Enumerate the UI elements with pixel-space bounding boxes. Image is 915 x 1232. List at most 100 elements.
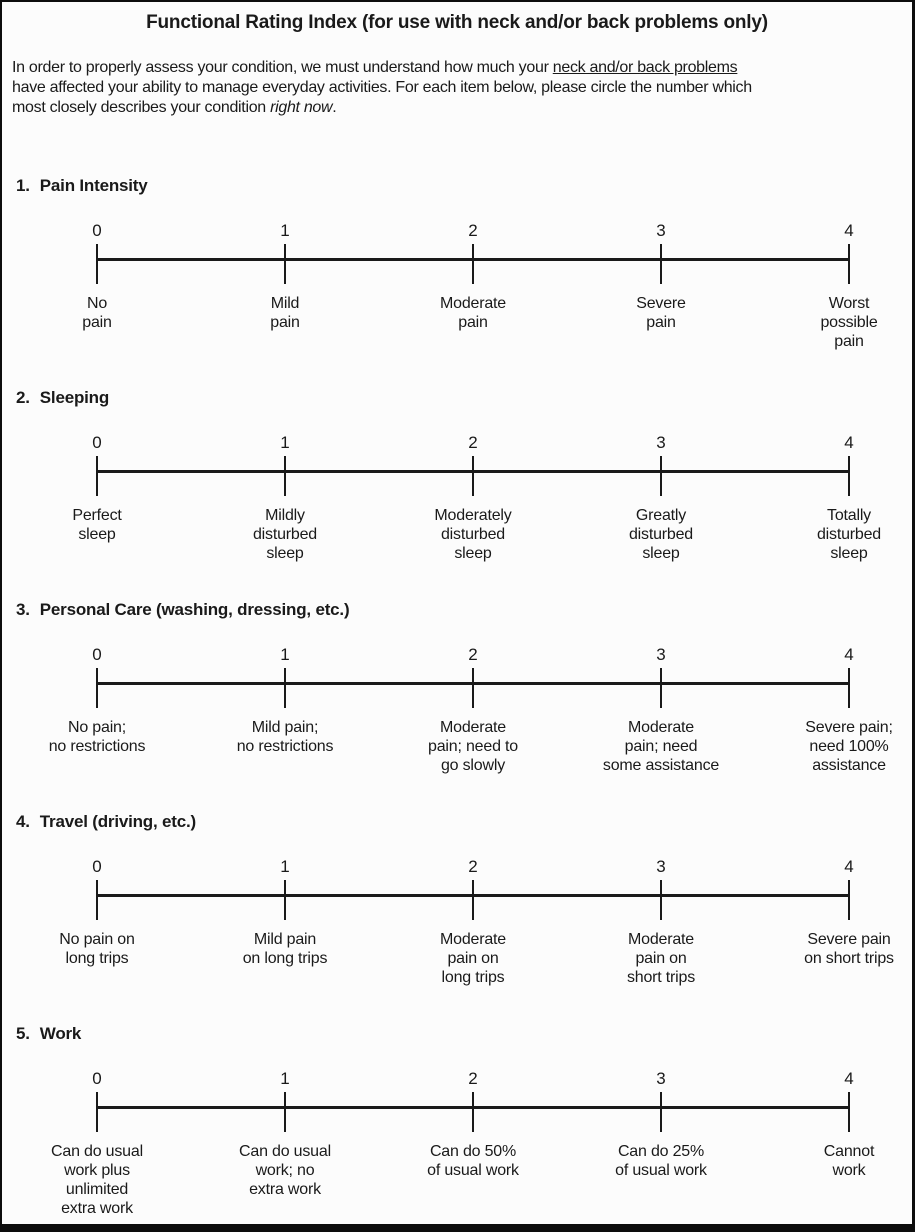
scale-value[interactable]: 1 [280, 221, 290, 240]
scale-value[interactable]: 4 [844, 221, 854, 240]
section-number: 3. [16, 600, 30, 619]
tick-mark [284, 1092, 286, 1132]
section-title: Work [39, 1024, 82, 1043]
section-heading: 4.Travel (driving, etc.) [2, 812, 912, 832]
scale-tick: 3 Severe pain [571, 220, 751, 332]
scale: 0 No pain; no restrictions 1 Mild pain; … [49, 644, 893, 804]
scale-tick: 4 Totally disturbed sleep [759, 432, 912, 563]
scale-value[interactable]: 3 [656, 857, 666, 876]
scale-value[interactable]: 0 [92, 857, 102, 876]
scale-value[interactable]: 0 [92, 645, 102, 664]
scale-value[interactable]: 3 [656, 221, 666, 240]
scale-tick: 1 Mild pain; no restrictions [195, 644, 375, 756]
scale-label: Mild pain; no restrictions [236, 719, 334, 755]
tick-mark [660, 880, 662, 920]
tick-mark [660, 244, 662, 284]
section-heading: 1. Pain Intensity [2, 176, 912, 196]
scale-label: Can do usual work; no extra work [239, 1143, 331, 1198]
scale-value[interactable]: 2 [468, 221, 478, 240]
scale-label: Severe pain; need 100% assistance [805, 719, 893, 774]
section-heading: 3. Personal Care (washing, dressing, etc.… [2, 600, 912, 620]
scale-label: Moderate pain on long trips [440, 931, 506, 986]
scale-label: Can do 50% of usual work [427, 1143, 519, 1179]
scale-value[interactable]: 2 [468, 857, 478, 876]
scale-value[interactable]: 1 [280, 645, 290, 664]
intro-paragraph: In order to properly assess your conditi… [12, 58, 902, 118]
section-number: 1. [16, 176, 30, 195]
scale-value[interactable]: 1 [280, 433, 290, 452]
scale-value[interactable]: 1 [280, 1069, 290, 1088]
scale-tick: 2 Moderate pain on long trips [383, 856, 563, 987]
scale-label: Mild pain [270, 295, 300, 331]
scale-value[interactable]: 4 [844, 1069, 854, 1088]
tick-mark [848, 244, 850, 284]
section-title: Sleeping [39, 388, 110, 407]
scale-value[interactable]: 4 [844, 433, 854, 452]
question-section: 3. Personal Care (washing, dressing, etc.… [2, 600, 912, 812]
section-heading: 2. Sleeping [2, 388, 912, 408]
tick-mark [284, 456, 286, 496]
scale: 0 Can do usual work plus unlimited extra… [51, 1068, 874, 1224]
scale-tick: 3 Moderate pain; need some assistance [571, 644, 751, 775]
tick-mark [472, 244, 474, 284]
scale-value[interactable]: 4 [844, 645, 854, 664]
scale-tick: 2 Can do 50% of usual work [383, 1068, 563, 1180]
scale-label: No pain on long trips [59, 931, 135, 967]
scale-tick: 1 Mild pain on long trips [195, 856, 375, 968]
scale-tick: 4 Severe pain; need 100% assistance [759, 644, 912, 775]
scale-tick: 3 Greatly disturbed sleep [571, 432, 751, 563]
scale-label: Mild pain on long trips [242, 931, 328, 967]
scale-tick: 2 Moderate pain; need to go slowly [383, 644, 563, 775]
scale-label: Cannot work [823, 1143, 875, 1179]
scale-value[interactable]: 2 [468, 1069, 478, 1088]
tick-mark [848, 880, 850, 920]
scale-label: Can do usual work plus unlimited extra w… [51, 1143, 143, 1217]
scale-tick: 4 Severe pain on short trips [759, 856, 912, 968]
scale-label: Severe pain on short trips [804, 931, 894, 967]
scale-value[interactable]: 0 [92, 1069, 102, 1088]
question-section: 4.Travel (driving, etc.) 0 No pain on lo… [2, 812, 912, 1024]
scale-tick: 0 No pain [7, 220, 187, 332]
scale-value[interactable]: 1 [280, 857, 290, 876]
scale-value[interactable]: 3 [656, 645, 666, 664]
scale-value[interactable]: 4 [844, 857, 854, 876]
scale-value[interactable]: 2 [468, 433, 478, 452]
scale-label: No pain; no restrictions [48, 719, 146, 755]
scale-value[interactable]: 3 [656, 433, 666, 452]
scale-value[interactable]: 3 [656, 1069, 666, 1088]
scale-value[interactable]: 2 [468, 645, 478, 664]
scale-tick: 2 Moderately disturbed sleep [383, 432, 563, 563]
scale-tick: 2 Moderate pain [383, 220, 563, 332]
scale-tick: 1 Mildly disturbed sleep [195, 432, 375, 563]
scale-label: Perfect sleep [72, 507, 122, 543]
section-title: Travel (driving, etc.) [39, 812, 196, 831]
question-section: 5.Work 0 Can do usual work plus unlimite… [2, 1024, 912, 1224]
section-title: Pain Intensity [39, 176, 148, 195]
tick-mark [660, 456, 662, 496]
section-number: 2. [16, 388, 30, 407]
tick-mark [660, 1092, 662, 1132]
scale-tick: 1 Mild pain [195, 220, 375, 332]
scale-tick: 0 No pain; no restrictions [7, 644, 187, 756]
scale: 0 Perfect sleep 1 Mildly disturbed sleep… [72, 432, 881, 592]
intro-line-2: have affected your ability to manage eve… [12, 79, 752, 96]
scale-label: Worst possible pain [820, 295, 878, 350]
scale-label: Totally disturbed sleep [816, 507, 882, 562]
tick-mark [848, 1092, 850, 1132]
scale-label: No pain [82, 295, 112, 331]
intro-line-1-text: In order to properly assess your conditi… [12, 59, 553, 76]
intro-line-3-text: most closely describes your condition [12, 99, 271, 116]
scale-value[interactable]: 0 [92, 221, 102, 240]
scale: 0 No pain on long trips 1 Mild pain on l… [59, 856, 894, 1016]
scale-label: Moderate pain; need to go slowly [428, 719, 518, 774]
tick-mark [848, 456, 850, 496]
tick-mark [472, 880, 474, 920]
scale-tick: 4 Worst possible pain [759, 220, 912, 351]
tick-mark [96, 456, 98, 496]
tick-mark [96, 244, 98, 284]
intro-italic-phrase: right now [270, 99, 333, 116]
scale-label: Severe pain [636, 295, 686, 331]
scale-label: Moderate pain; need some assistance [602, 719, 720, 774]
scale-value[interactable]: 0 [92, 433, 102, 452]
section-title: Personal Care (washing, dressing, etc.) [39, 600, 350, 619]
